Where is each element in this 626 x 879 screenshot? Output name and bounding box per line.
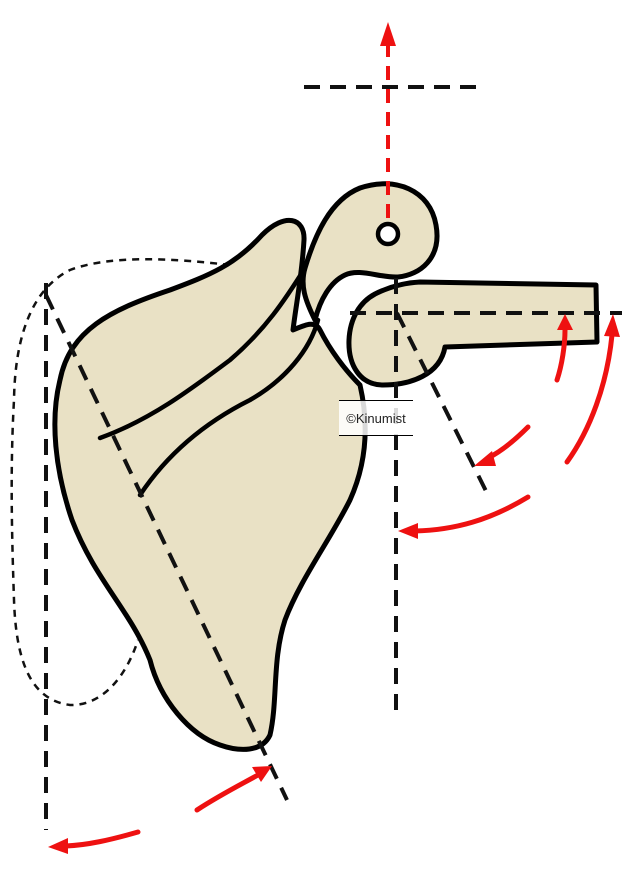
scapular-spine-upper — [97, 265, 308, 441]
clavicle-rotation-arrow-small — [554, 327, 568, 383]
clavicle-shaft — [346, 279, 600, 388]
curved-arrow-icon — [48, 838, 68, 854]
arrow-up-icon — [380, 22, 396, 46]
scapula-body — [52, 217, 368, 752]
watermark-label: ©Kinumist — [339, 400, 413, 436]
acromion-hole — [375, 221, 401, 247]
previous-position-outline — [10, 257, 231, 707]
curved-arrow-icon — [252, 766, 272, 782]
medial-border-arrow — [63, 829, 141, 849]
curved-arrow-icon — [604, 314, 620, 337]
curved-arrow-icon — [474, 451, 496, 466]
rotated-clavicle-line — [395, 312, 490, 496]
acromion-process — [300, 181, 440, 323]
downward-rotation-arrow — [412, 494, 531, 534]
scapular-spine-lower — [137, 317, 321, 498]
clavicle-rotation-arrow-large — [564, 332, 615, 465]
scapula-diagonal-axis — [44, 294, 289, 801]
clavicle-depression-arrow — [485, 424, 531, 461]
curved-arrow-icon — [398, 523, 418, 539]
curved-arrow-icon — [557, 314, 573, 330]
scapula-rotation-arrow — [194, 772, 261, 813]
